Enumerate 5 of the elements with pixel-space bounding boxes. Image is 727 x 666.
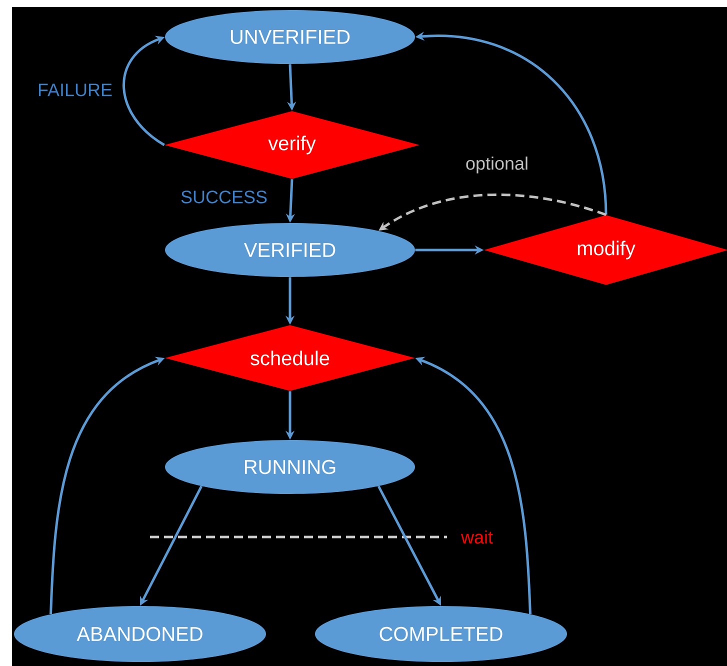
edge-label: FAILURE [36,82,114,98]
wait-label: wait [460,530,493,544]
arrow [122,36,165,146]
edge-label: SUCCESS [180,190,269,204]
edge-label: optional [464,156,530,174]
